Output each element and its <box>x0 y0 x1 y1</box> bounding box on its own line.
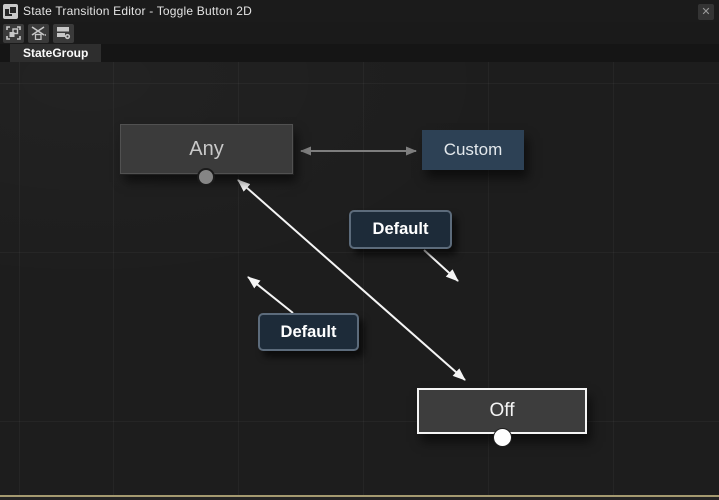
connector-port-any[interactable] <box>197 168 215 186</box>
state-graph-canvas[interactable]: Any Custom Off Default Default <box>0 62 719 495</box>
state-node-any[interactable]: Any <box>119 123 294 175</box>
edge-default-to-any <box>247 276 294 314</box>
state-list-button[interactable] <box>53 23 74 43</box>
connector-port-off[interactable] <box>493 428 512 447</box>
titlebar: State Transition Editor - Toggle Button … <box>0 0 719 22</box>
transition-edges <box>237 146 466 381</box>
edge-default-to-off <box>423 249 459 282</box>
close-icon[interactable]: ✕ <box>698 4 714 20</box>
toolbar <box>0 22 719 44</box>
auto-arrange-icon <box>31 26 46 40</box>
window-bottom-edge <box>0 495 719 500</box>
tab-bar: StateGroup <box>0 44 719 62</box>
state-list-icon <box>56 26 71 40</box>
auto-arrange-button[interactable] <box>28 23 49 43</box>
fit-to-view-icon <box>6 26 21 40</box>
state-node-off[interactable]: Off <box>417 388 587 434</box>
window-title: State Transition Editor - Toggle Button … <box>23 4 252 18</box>
transition-label-off-to-any[interactable]: Default <box>258 313 359 351</box>
state-editor-icon <box>3 3 18 19</box>
tab-stategroup[interactable]: StateGroup <box>10 44 102 62</box>
fit-to-view-button[interactable] <box>3 23 24 43</box>
transition-label-any-to-off[interactable]: Default <box>349 210 452 249</box>
state-node-custom[interactable]: Custom <box>422 130 524 170</box>
